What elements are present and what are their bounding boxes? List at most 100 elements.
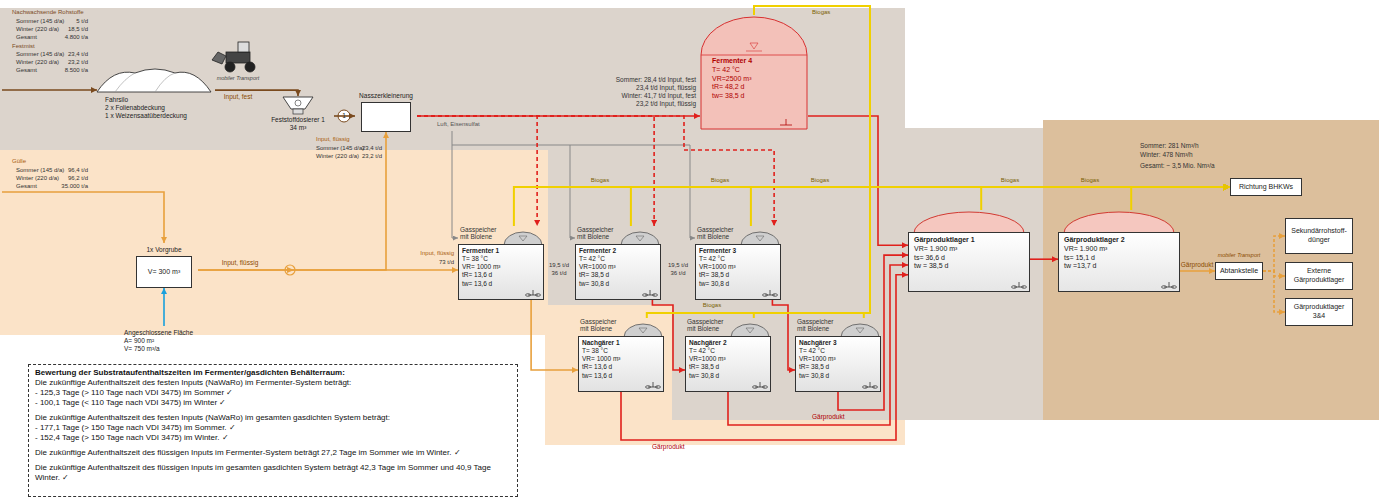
mixer-symbol: [865, 382, 875, 387]
annotation-label: 18,5 t/d: [68, 26, 88, 33]
gas-pipe: [754, 6, 1230, 187]
annotation-label: Sommer (145 d/a): [16, 167, 64, 174]
node-text: tw= 30,8 d: [699, 280, 777, 288]
node-text: - 152,4 Tage (> 150 Tage nach VDI 3475) …: [35, 433, 511, 443]
zone-band: [0, 8, 1379, 445]
shape-outline: [701, 55, 807, 56]
node-text: A= 900 m²: [124, 337, 204, 345]
annotation-label: Biogas: [711, 177, 729, 184]
annotation-label: Biogas: [812, 9, 830, 16]
node-text: Nasszerkleinerung: [355, 92, 417, 100]
mixer-symbol: [1172, 286, 1177, 289]
node-text: Gasspeicher mit Biolene: [577, 226, 619, 240]
node-text: Die zukünftige Aufenthaltszeit des feste…: [35, 413, 511, 423]
flow-pipe: [1263, 271, 1285, 312]
gas-pipe: [981, 187, 1230, 210]
assessment-note: Bewertung der Substrataufenthaltszeiten …: [28, 364, 518, 497]
solid-feeder: Feststoffdosierer 134 m³: [262, 96, 334, 136]
node-text: - 100,1 Tage (< 110 Tage nach VDI 3475) …: [35, 398, 511, 408]
tank-body: Nachgärer 3T= 42 °CVR=1000 m³tR= 38,5 dt…: [795, 336, 881, 392]
flow-pipe: [163, 288, 165, 326]
annotation-label: Winter (220 d/a): [316, 153, 359, 160]
node-text: tR= 38,5 d: [689, 363, 767, 371]
node-text: Fermenter 2: [579, 247, 657, 255]
gas-pipe: [754, 187, 1230, 318]
mixer-symbol: [536, 294, 541, 297]
shape-outline: [914, 212, 1024, 233]
node-text: VR=1000 m³: [699, 263, 777, 271]
node-text: T= 42 °C: [712, 66, 808, 75]
tank-body: Gärproduktlager 1VR= 1.900 m³ts= 36,6 dt…: [908, 232, 1030, 292]
node-text: - 125,3 Tage (> 110 Tage nach VDI 3475) …: [35, 388, 511, 398]
mixer-symbol: [526, 294, 531, 297]
wheel-loader: [212, 42, 255, 72]
gas-pipe: [1131, 187, 1230, 210]
annotation-label: 8.500 t/a: [65, 67, 88, 74]
manure-input-line: [2, 192, 164, 243]
node-text: Fermenter 4: [712, 57, 808, 66]
shape-outline: [746, 43, 762, 51]
node-text: V= 750 m³/a: [124, 345, 204, 353]
mixer-symbol: [653, 294, 658, 297]
annotation-label: Festmist: [12, 43, 35, 50]
node-text: Die zukünftige Aufenthaltszeit des flüss…: [35, 448, 511, 458]
node-text: Nachgärer 2: [689, 339, 767, 347]
flow-pipe: [808, 116, 908, 245]
destination-box: Sekundärrohstoff-dünger: [1285, 218, 1353, 254]
mixer-symbol: [752, 382, 768, 389]
air-dosing-line: [452, 131, 458, 238]
annotation-label: Luft, Eisensulfat: [437, 121, 480, 128]
mixer-symbol: [1161, 282, 1177, 289]
shape-outline: [639, 328, 647, 333]
node-text: ts= 36,6 d: [914, 254, 1024, 263]
annotation-label: 96,2 t/d: [68, 175, 88, 182]
mixer-symbol: [645, 382, 661, 389]
mixer-symbol: [755, 382, 765, 387]
process-box: Abtankstelle: [1215, 262, 1263, 280]
node-text: tw= 38,5 d: [712, 92, 808, 101]
annotation-label: Gesamt: [16, 67, 37, 74]
annotation-label: Winter (220 d/a): [16, 26, 59, 33]
node-text: tw= 13,6 d: [462, 280, 540, 288]
shape-outline: [293, 109, 303, 114]
shape-outline: [1058, 210, 1180, 234]
mixer-symbol: [753, 386, 758, 389]
flow-label: Gärprodukt: [812, 413, 845, 420]
flow-pipe: [531, 300, 578, 370]
node-text: VR=1000 m³: [689, 355, 767, 363]
pre-pit: 1x VorgrubeV= 300 m³: [130, 246, 198, 288]
mixer-symbol: [1011, 282, 1027, 289]
node-text: Gasspeicher mit Biolene: [697, 226, 739, 240]
annotation-label: 23,4 t/d: [68, 51, 88, 58]
flow-pipe: [417, 116, 654, 226]
annotation-label: 36 t/d: [670, 270, 685, 277]
flow-pipe: [417, 115, 700, 117]
annotation-label: Gülle: [12, 158, 26, 165]
flow-label: Gärprodukt: [1181, 261, 1214, 268]
annotation-label: 4.800 t/a: [65, 34, 88, 41]
flow-pipe: [1263, 236, 1285, 271]
air-dosing-line: [452, 131, 695, 238]
digester-tank: Fermenter 4T= 42 °CVR=2500 m³tR= 48,2 dt…: [700, 15, 808, 130]
node-text: 34 m³: [262, 124, 334, 132]
mixer-symbol: [525, 290, 541, 297]
node-text: T= 42 °C: [689, 347, 767, 355]
flow-pipe: [198, 132, 386, 270]
node-text: Gasspeicher mit Biolene: [687, 318, 729, 332]
annotation-label: Gesamt: [16, 34, 37, 41]
solid-input-line: [2, 89, 97, 91]
node-text: VR= 1000 m³: [582, 355, 660, 363]
node-text: VR=1000 m³: [579, 263, 657, 271]
mixer-symbol: [648, 382, 658, 387]
node-text: 2 x Folienabdeckung: [105, 104, 215, 112]
node-text: tR= 38,5 d: [699, 271, 777, 279]
gas-pipe: [864, 187, 1230, 318]
flow-label: Gärprodukt: [652, 443, 685, 450]
node-text: tw= 30,8 d: [799, 372, 877, 380]
shape-outline: [85, 60, 215, 96]
flow-pipe: [772, 300, 795, 370]
mixer-symbol: [862, 382, 878, 389]
tank-body: Fermenter 2T= 42 °CVR=1000 m³tR= 38,5 dt…: [575, 244, 661, 300]
tank-body: Nachgärer 2T= 42 °CVR=1000 m³tR= 38,5 dt…: [685, 336, 771, 392]
flow-pipe: [417, 116, 537, 226]
